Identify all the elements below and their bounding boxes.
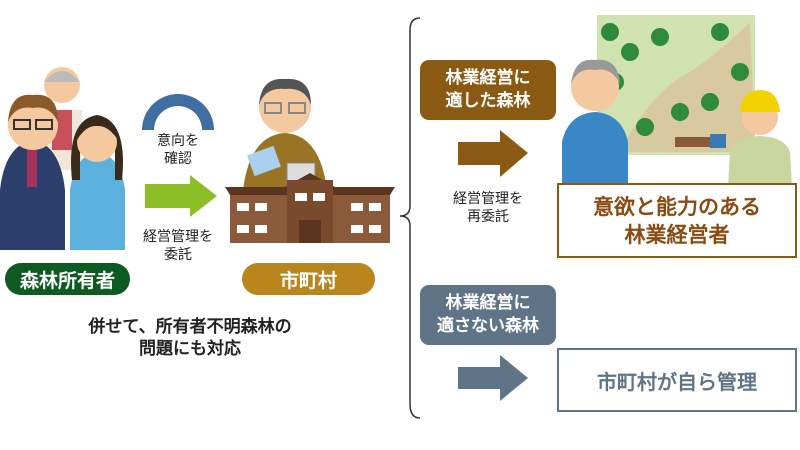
unsuitable-line2: 適さない森林 — [437, 316, 539, 336]
forest-owners-illustration — [0, 67, 125, 250]
suitable-line2: 適した森林 — [445, 91, 531, 111]
operator-line1: 意欲と能力のある — [593, 194, 761, 219]
re-entrust-line2: 再委託 — [467, 209, 509, 225]
suitable-forest-label: 林業経営に 適した森林 — [420, 60, 556, 120]
suitable-line1: 林業経営に — [445, 68, 531, 88]
municipality-badge: 市町村 — [242, 263, 375, 295]
note-line1: 併せて、所有者不明森林の — [88, 317, 292, 337]
forest-owners-badge: 森林所有者 — [5, 263, 130, 295]
unsuitable-line1: 林業経営に — [445, 293, 531, 313]
self-manage-label: 市町村が自ら管理 — [597, 369, 757, 394]
entrust-line1: 経営管理を — [143, 229, 213, 245]
entrust-text: 経営管理を 委託 — [132, 228, 224, 264]
municipality-illustration — [225, 78, 395, 243]
note-text: 併せて、所有者不明森林の 問題にも対応 — [40, 316, 340, 360]
confirm-arc-icon — [142, 94, 214, 130]
forestry-operator-box: 意欲と能力のある 林業経営者 — [557, 183, 797, 258]
re-entrust-text: 経営管理を 再委託 — [440, 190, 536, 226]
confirm-intent-line2: 確認 — [164, 151, 192, 167]
self-manage-box: 市町村が自ら管理 — [557, 348, 797, 412]
entrust-line2: 委託 — [164, 247, 192, 263]
note-line2: 問題にも対応 — [139, 339, 241, 359]
re-entrust-line1: 経営管理を — [453, 191, 523, 207]
forestry-scene-illustration — [562, 15, 792, 187]
operator-line2: 林業経営者 — [624, 222, 730, 247]
brown-arrow-icon — [458, 130, 528, 177]
brace-divider — [399, 17, 421, 419]
green-arrow-icon — [145, 175, 217, 217]
unsuitable-forest-label: 林業経営に 適さない森林 — [420, 285, 556, 345]
confirm-intent-line1: 意向を — [157, 133, 199, 149]
gray-arrow-icon — [458, 355, 528, 401]
confirm-intent-text: 意向を 確認 — [140, 132, 216, 168]
